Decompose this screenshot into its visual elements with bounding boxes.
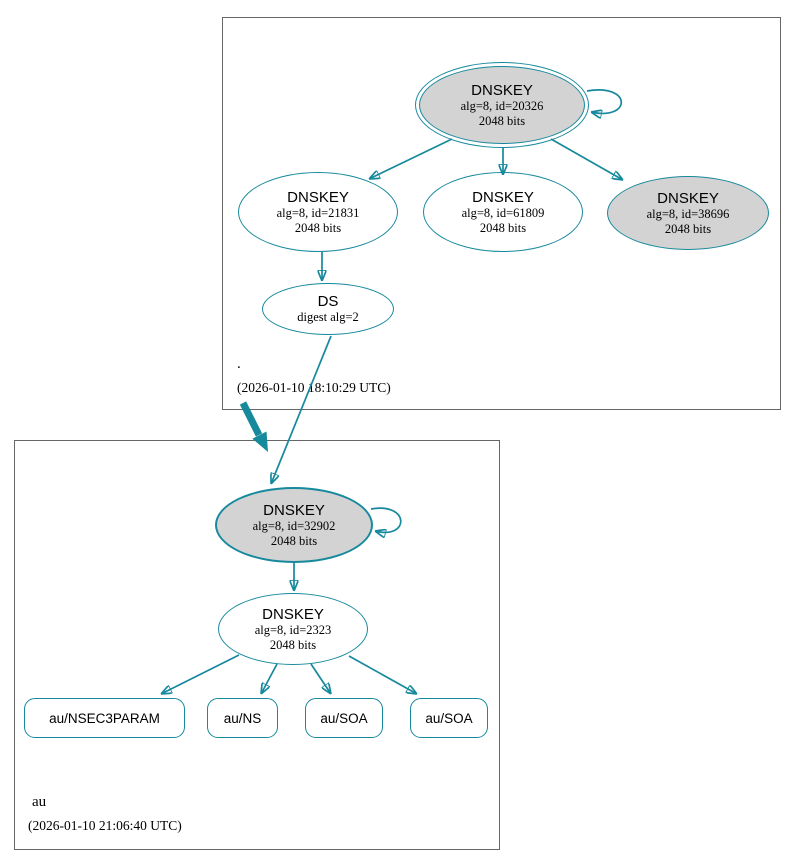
au-zone-timestamp: (2026-01-10 21:06:40 UTC) — [28, 818, 182, 833]
node-bits: 2048 bits — [478, 113, 526, 128]
node-detail: digest alg=2 — [297, 310, 359, 325]
node-bits: 2048 bits — [479, 220, 527, 235]
dnskey-node-20326-inner: DNSKEY alg=8, id=20326 2048 bits — [419, 66, 585, 144]
node-title: DS — [317, 293, 339, 311]
node-detail: alg=8, id=21831 — [276, 206, 360, 221]
rrset-soa-1: au/SOA — [305, 698, 383, 738]
rrset-ns: au/NS — [207, 698, 278, 738]
node-title: DNSKEY — [472, 189, 534, 206]
node-title: DNSKEY — [471, 82, 533, 99]
node-bits: 2048 bits — [664, 221, 712, 236]
dnskey-node-20326: DNSKEY alg=8, id=20326 2048 bits — [415, 62, 589, 148]
node-detail: alg=8, id=32902 — [252, 519, 336, 534]
ds-node: DS digest alg=2 — [262, 283, 394, 335]
dnskey-node-2323: DNSKEY alg=8, id=2323 2048 bits — [218, 593, 368, 665]
node-detail: alg=8, id=61809 — [461, 206, 545, 221]
dnskey-node-61809: DNSKEY alg=8, id=61809 2048 bits — [423, 172, 583, 252]
node-title: DNSKEY — [287, 189, 349, 206]
dnskey-node-21831: DNSKEY alg=8, id=21831 2048 bits — [238, 172, 398, 252]
dnskey-node-38696: DNSKEY alg=8, id=38696 2048 bits — [607, 176, 769, 250]
root-zone-timestamp: (2026-01-10 18:10:29 UTC) — [237, 380, 391, 395]
node-detail: alg=8, id=20326 — [460, 99, 544, 114]
node-title: DNSKEY — [657, 190, 719, 207]
node-bits: 2048 bits — [270, 533, 318, 548]
node-detail: alg=8, id=38696 — [646, 207, 730, 222]
root-zone-label: . — [237, 356, 241, 372]
node-bits: 2048 bits — [294, 220, 342, 235]
rrset-nsec3param: au/NSEC3PARAM — [24, 698, 185, 738]
dnskey-node-32902: DNSKEY alg=8, id=32902 2048 bits — [215, 487, 373, 563]
rrset-soa-2: au/SOA — [410, 698, 488, 738]
au-zone-label: au — [32, 794, 47, 810]
node-bits: 2048 bits — [269, 637, 317, 652]
node-title: DNSKEY — [262, 606, 324, 623]
node-title: DNSKEY — [263, 502, 325, 519]
node-detail: alg=8, id=2323 — [254, 623, 332, 638]
root-zone-box — [222, 17, 781, 410]
